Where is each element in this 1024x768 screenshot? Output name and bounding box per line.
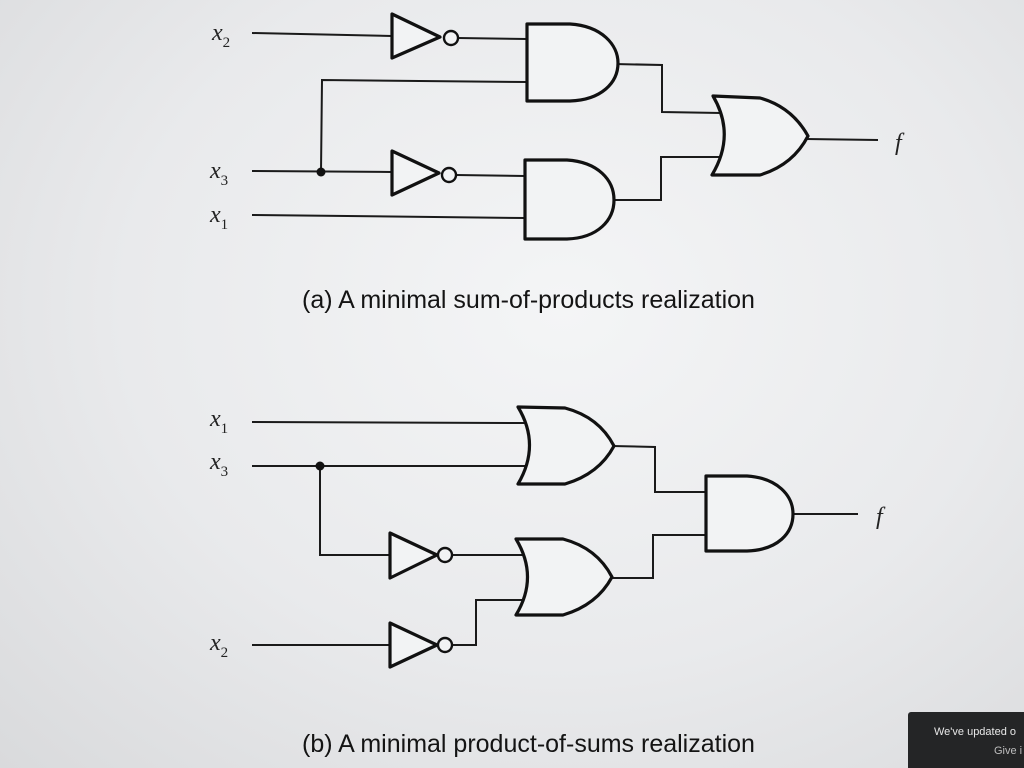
circuit-a: x2 x3 x1 f [209,12,905,314]
or-gate-b-1 [516,405,616,486]
wire-a-output [805,138,879,141]
or-gate-b-2 [514,537,614,617]
wire-a-x1-to-and2 [251,214,526,219]
caption-b: (b) A minimal product-of-sums realizatio… [302,730,755,758]
wire-b-or2-to-and [610,534,707,579]
input-label-a-x2: x2 [211,20,230,51]
or-gate-a [710,94,810,177]
junction-a-x3 [316,167,326,177]
wire-a-and2-to-or [612,156,721,201]
wire-a-not1-to-and1 [457,37,528,40]
wire-a-not2-to-and2 [455,174,526,177]
not-gate-a-1 [390,12,460,60]
output-label-a: f [895,130,905,156]
wire-b-or1-to-and [611,445,707,493]
not-gate-a-2 [390,149,458,197]
circuit-b: x1 x3 x2 f [209,405,886,758]
wire-a-x2-to-not [251,32,393,37]
wire-a-and1-to-or [613,63,722,114]
input-label-a-x1: x1 [209,202,228,233]
input-label-a-x3: x3 [209,158,228,189]
update-notice-action[interactable]: Give i [994,745,1023,757]
wire-b-not2-to-or2 [452,599,523,646]
wire-b-x1-to-or1 [251,421,526,424]
update-notice-text: We've updated o [934,726,1017,738]
not-gate-b-1 [388,531,454,580]
wire-b-x3-branch-to-not [319,466,390,556]
and-gate-b [704,474,795,553]
and-gate-a-1 [525,22,620,103]
wire-a-x3-branch-to-and1 [320,78,528,173]
junction-b-x3 [315,461,325,471]
output-label-b: f [876,504,886,530]
caption-a: (a) A minimal sum-of-products realizatio… [302,286,755,314]
input-label-b-x3: x3 [209,449,228,480]
input-label-b-x2: x2 [209,630,228,661]
input-label-b-x1: x1 [209,406,228,437]
update-notice-toast[interactable]: We've updated o Give i [908,712,1024,768]
not-gate-b-2 [388,621,454,669]
and-gate-a-2 [523,158,616,241]
